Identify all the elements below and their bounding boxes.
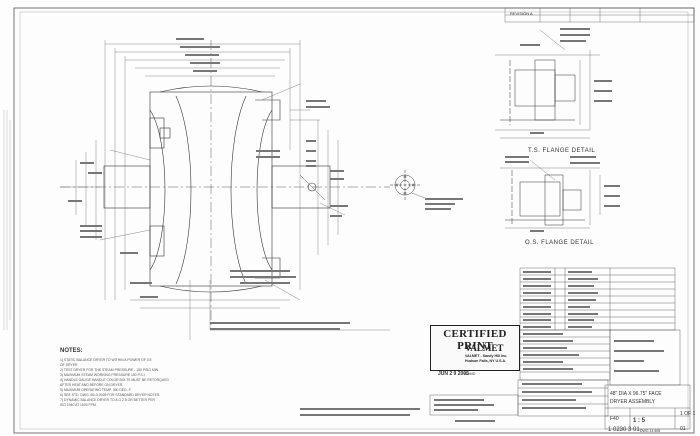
note-item: 4) HANDLE GAUGE HANDLE COLOR BOLTS MUST … (60, 378, 169, 382)
note-item: 2) TEST DRYER FOR THE STEAM PRESSURE - 1… (60, 368, 160, 372)
revision-number: 01 (680, 426, 686, 432)
note-item: 6) SEE STD. DWG. B0-0-0028 FOR STANDARD … (60, 393, 161, 397)
title-number-field: F40 (610, 416, 619, 422)
stamp-signature-label: BOND (464, 371, 476, 376)
note-item: 5) MAXIMUM OPERATING TEMP. 350 DEG. F. (60, 388, 132, 392)
location-line: Hudson Falls, NY U.S.A. (465, 359, 507, 363)
ts-flange-detail-title: T.S. FLANGE DETAIL (528, 148, 596, 154)
valmet-logo-icon (437, 340, 455, 354)
notes-title: NOTES: (60, 348, 83, 354)
note-item: AFTER HEAT AND BEFORE ON DRYER. (60, 383, 124, 387)
valmet-brand: VALMET (465, 343, 504, 353)
certified-print-heading: CERTIFIED PRINT (443, 328, 507, 352)
stamp-date: JUN 2 9 2005 (438, 371, 469, 377)
note-item: 3) MAXIMUM STEAM WORKING PRESSURE 150 P.… (60, 373, 146, 377)
footer-code: DWG 14 605 (640, 429, 661, 433)
note-item: ISO 1940 AT 1500 FPM. (60, 403, 97, 407)
company-line: VALMET - Sandy Hill Inc. (465, 354, 508, 358)
note-item: 7) DYNAMIC BALANCE DRYER TO A G 2.5 OR B… (60, 398, 155, 402)
certified-print-stamp: CERTIFIED PRINT VALMET VALMET - Sandy Hi… (430, 325, 520, 371)
note-item: 1) STATIC BALANCE DRYER TO WITHIN A POWE… (60, 358, 152, 362)
title-line-1: 48" DIA X 96.75" FACE (610, 391, 662, 397)
notes-list: 1) STATIC BALANCE DRYER TO WITHIN A POWE… (60, 358, 170, 408)
title-line-2: DRYER ASSEMBLY (610, 399, 656, 405)
revision-label: REVISION A (510, 11, 533, 16)
note-item: OF DRYER. (60, 363, 79, 367)
scale-value: 1 : 5 (633, 418, 646, 424)
drawing-number: 1 0230 3 01 (608, 427, 640, 433)
sheet-number: 1 OF 1 (680, 411, 696, 417)
os-flange-detail-title: O.S. FLANGE DETAIL (525, 240, 594, 246)
